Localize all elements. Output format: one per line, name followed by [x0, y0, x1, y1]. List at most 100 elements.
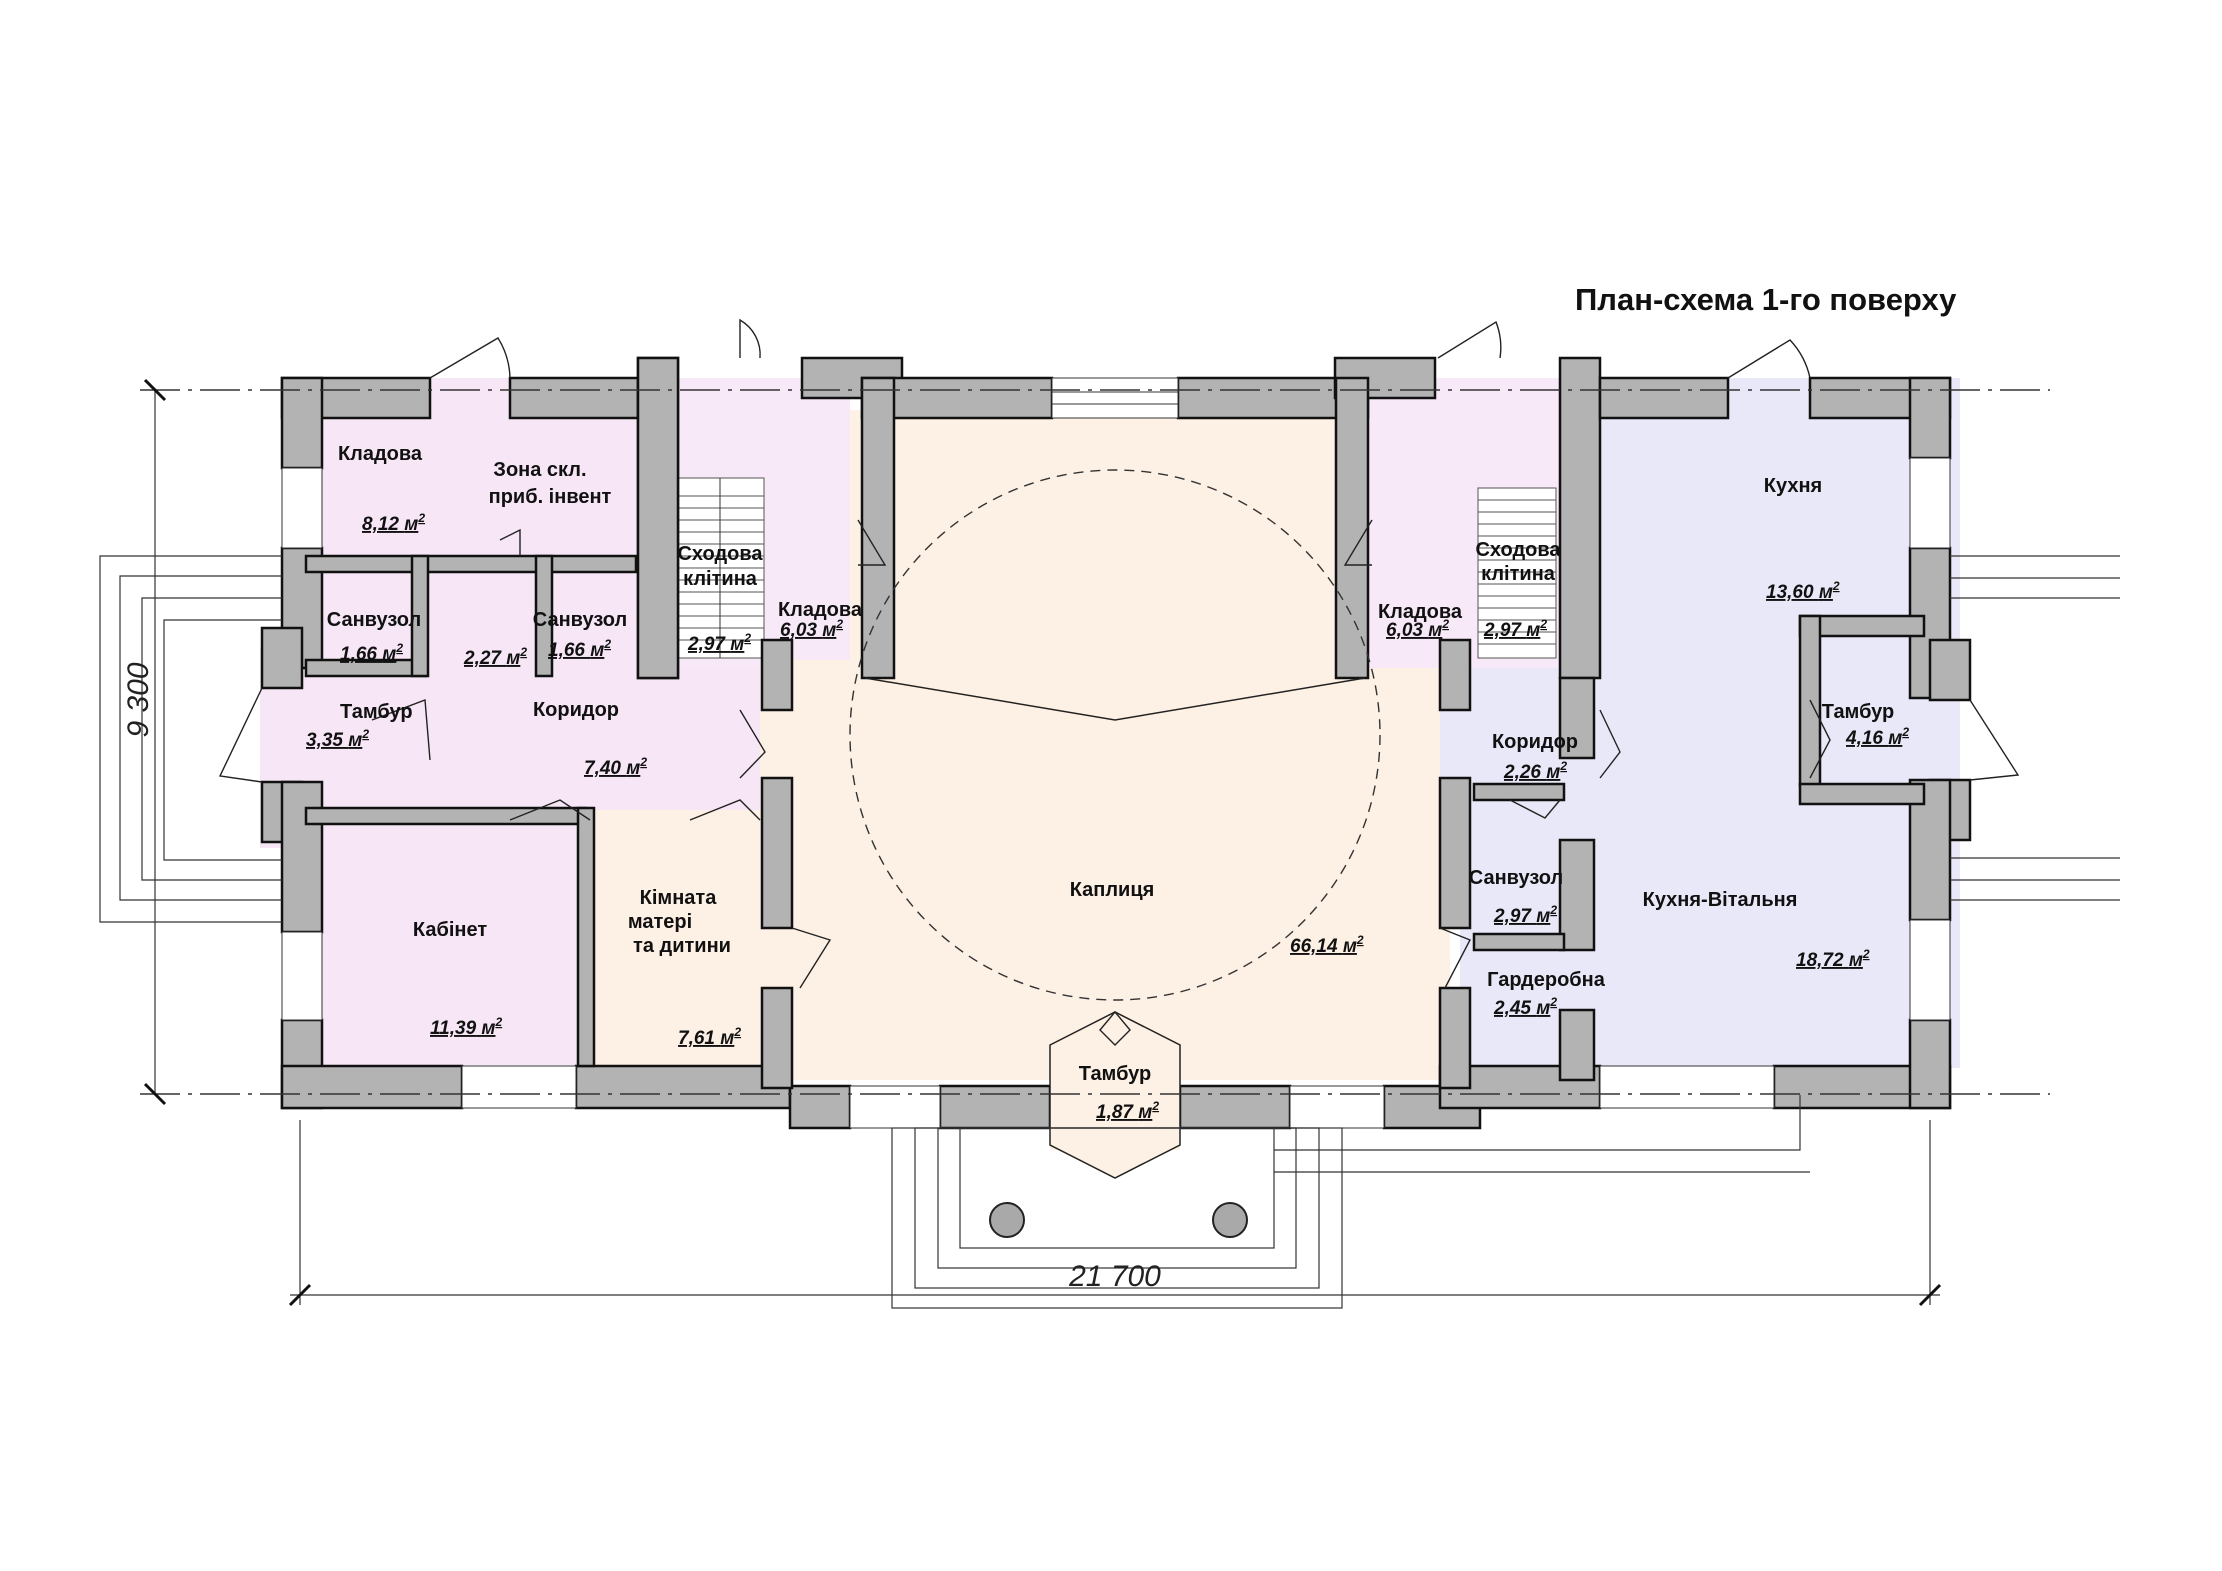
tambur-bottom-shape — [1049, 1011, 1181, 1179]
wall-right-6 — [1908, 1018, 1952, 1110]
wall-inner-kitchen-c — [1558, 1008, 1596, 1082]
chapel-altar-line — [864, 677, 1366, 721]
cabinet-fill — [300, 810, 590, 1065]
area-koridor-left: 7,40 м2 — [584, 755, 647, 779]
window-right-kitchen — [1909, 919, 1951, 1021]
wall-bottom-4 — [938, 1084, 1052, 1130]
area-stair-left: 2,97 м2 — [687, 631, 751, 655]
wall-inner-mother — [760, 776, 794, 930]
window-bottom-kitchen — [1599, 1065, 1775, 1109]
label-sanvuzol-right: Санвузол — [1469, 867, 1563, 889]
wall-right-3 — [1928, 638, 1972, 702]
wall-inner-h4 — [1472, 782, 1566, 802]
label-kukhnia-vitalnia: Кухня-Вітальня — [1643, 889, 1798, 911]
dim-tick-top — [143, 378, 167, 402]
area-kukhnia: 13,60 м2 — [1766, 579, 1840, 603]
wall-inner-v2 — [410, 554, 430, 678]
wall-inner-tambur-r-bottom — [1798, 782, 1926, 806]
wall-inner-chapel-l — [860, 376, 896, 680]
plan-title: План-схема 1-го поверху — [1575, 282, 1957, 317]
wall-inner-klad-r — [1438, 638, 1472, 712]
room-labels: Кладова 8,12 м2 Зона скл. приб. інвент С… — [306, 443, 1909, 1123]
area-tambur-right: 4,16 м2 — [1845, 725, 1909, 749]
wall-inner-stair-l — [636, 356, 680, 680]
area-kimnata: 7,61 м2 — [678, 1025, 741, 1049]
label-kimnata-3: та дитини — [633, 935, 731, 957]
wall-inner-kitchen-b — [1558, 838, 1596, 952]
wall-inner-h3 — [304, 806, 588, 826]
right-porch-steps — [1950, 555, 2120, 901]
stairs-right — [1477, 487, 1557, 659]
area-sanvuzol-2: 1,66 м2 — [548, 637, 611, 661]
label-kladova-mid-right: Кладова — [1378, 601, 1463, 623]
wall-inner-mother-b — [760, 986, 794, 1090]
label-koridor-right: Коридор — [1492, 731, 1578, 753]
area-garderobna: 2,45 м2 — [1493, 995, 1557, 1019]
label-kaplytsia: Каплиця — [1070, 879, 1155, 901]
left-porch-steps — [99, 555, 282, 923]
label-stair-right-1: Сходова — [1475, 539, 1561, 561]
area-kaplytsia: 66,14 м2 — [1290, 933, 1364, 957]
wall-inner-right-cor — [1438, 776, 1472, 930]
label-stair-left-1: Сходова — [677, 543, 763, 565]
area-sanvuzol-right: 2,97 м2 — [1493, 903, 1557, 927]
label-tambur-right: Тамбур — [1822, 701, 1895, 723]
wall-bottom-5 — [1178, 1084, 1292, 1130]
label-sanvuzol-2: Санвузол — [533, 609, 627, 631]
mother-room-fill — [590, 810, 780, 1065]
label-zona-2: приб. інвент — [489, 486, 612, 508]
bottom-porch — [891, 1095, 1810, 1309]
wall-top-7 — [1598, 376, 1730, 420]
column-right — [1212, 1202, 1248, 1238]
wall-inner-v1 — [534, 554, 554, 678]
area-kladova-left: 8,12 м2 — [362, 511, 425, 535]
column-left — [989, 1202, 1025, 1238]
area-tambur-bottom: 1,87 м2 — [1096, 1099, 1159, 1123]
wall-left-5 — [280, 780, 324, 934]
label-kabinet: Кабінет — [413, 919, 487, 941]
area-kladova-mid-right: 6,03 м2 — [1386, 617, 1449, 641]
area-koridor-right: 2,26 м2 — [1503, 759, 1567, 783]
wall-inner-v3 — [576, 806, 596, 1068]
wall-bottom-2 — [574, 1064, 792, 1110]
wall-inner-klad-l — [760, 638, 794, 712]
window-left-cabinet — [281, 931, 323, 1021]
window-top-chapel — [1051, 377, 1179, 419]
label-stair-right-2: клітина — [1481, 563, 1556, 585]
label-koridor-left: Коридор — [533, 699, 619, 721]
windows — [281, 377, 1951, 1129]
label-kimnata-2: матері — [628, 911, 692, 933]
area-kladova-mid-left: 6,03 м2 — [780, 617, 843, 641]
wall-left-3 — [260, 626, 304, 690]
label-sanvuzol-1: Санвузол — [327, 609, 421, 631]
window-bottom-chapel-l — [849, 1085, 941, 1129]
label-stair-left-2: клітина — [683, 568, 758, 590]
area-stair-right: 2,97 м2 — [1483, 617, 1547, 641]
wall-inner-chapel-r — [1334, 376, 1370, 680]
chapel-dome-outline — [849, 469, 1381, 1001]
right-wing-mid-fill — [1440, 668, 1960, 888]
label-garderobna: Гардеробна — [1487, 969, 1606, 991]
wall-left-1 — [280, 376, 324, 470]
dim-tick-left — [288, 1283, 312, 1307]
area-kabinet: 11,39 м2 — [430, 1015, 502, 1039]
window-left-top — [281, 467, 323, 549]
wall-bottom-3 — [788, 1084, 852, 1130]
window-right-top — [1909, 457, 1951, 549]
window-bottom-chapel-r — [1289, 1085, 1385, 1129]
dimension-height: 9 300 — [122, 662, 155, 737]
area-sanvuzol-1: 1,66 м2 — [340, 641, 403, 665]
dim-tick-bottom — [143, 1082, 167, 1106]
label-kukhnia: Кухня — [1764, 475, 1822, 497]
doors — [218, 318, 2020, 1046]
dim-tick-right — [1918, 1283, 1942, 1307]
wall-bottom-1 — [280, 1064, 464, 1110]
area-kukhnia-vitalnia: 18,72 м2 — [1796, 947, 1870, 971]
wall-inner-kitchen-a — [1558, 676, 1596, 760]
wall-stair-right-a — [1558, 356, 1602, 680]
wall-inner-h1 — [304, 554, 638, 574]
wall-top-2 — [508, 376, 640, 420]
label-zona-1: Зона скл. — [493, 459, 586, 481]
dimension-width: 21 700 — [1068, 1260, 1161, 1293]
